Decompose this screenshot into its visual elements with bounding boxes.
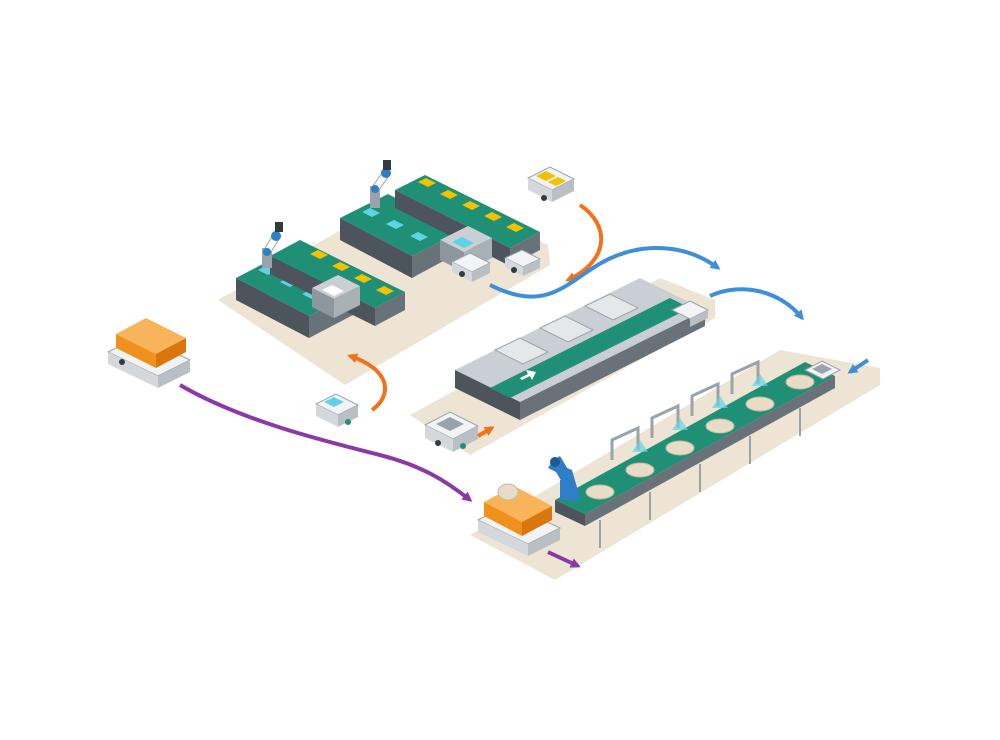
agv-robot-icon (314, 393, 360, 427)
robot-arm-icon (262, 222, 283, 268)
robot-arm-icon (370, 160, 391, 208)
agv-robot-icon (526, 166, 576, 202)
flow-arrow-icon (847, 358, 870, 374)
agv-robot-icon (423, 411, 480, 452)
flow-arrow-icon (489, 246, 721, 299)
flow-arrow-icon (178, 383, 473, 502)
bin-icon (476, 483, 562, 556)
flow-arrow-icon (477, 426, 495, 438)
flow-arrow-icon (565, 203, 604, 282)
workstation-1 (312, 275, 360, 318)
agv-robot-icon (503, 249, 542, 276)
agv-robot-icon (450, 252, 492, 282)
flow-arrow-icon (709, 287, 804, 321)
packing-line (555, 359, 842, 548)
flow-arrow-icon (547, 550, 581, 568)
machining-line (455, 278, 710, 420)
flow-arrow-icon (347, 353, 387, 412)
robot-arm-icon (548, 456, 580, 502)
bin-agv-input (106, 318, 192, 388)
